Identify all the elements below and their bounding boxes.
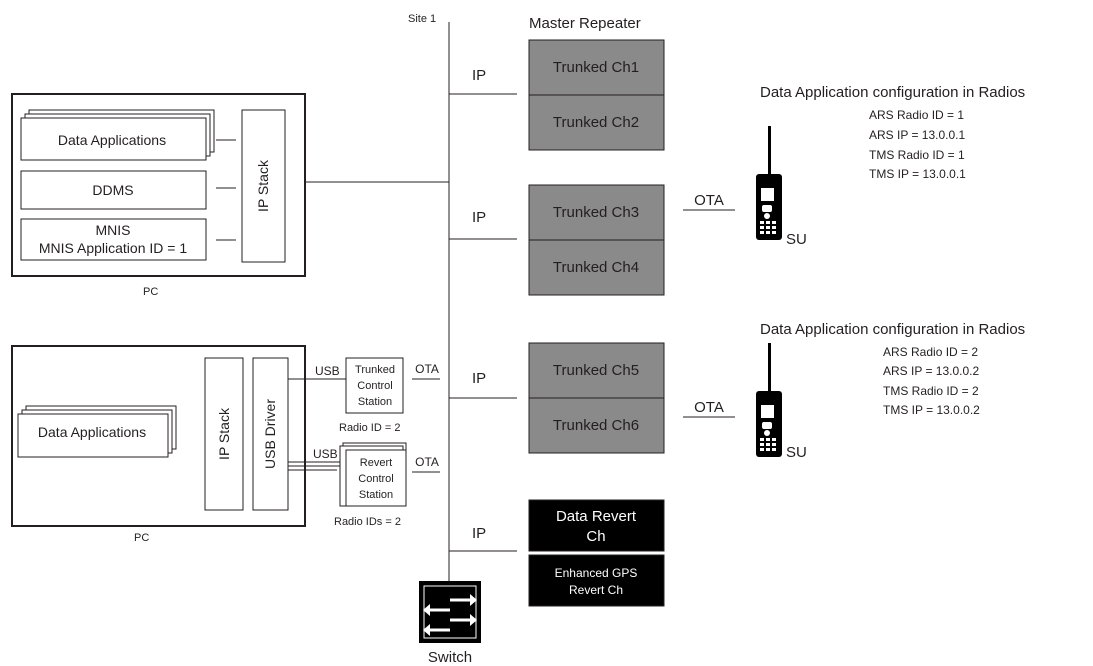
data-revert-line1: Data Revert — [556, 508, 637, 525]
ip-label-4: IP — [472, 525, 486, 542]
pc-2-ip-stack-box — [204, 357, 244, 511]
pc-2-data-app-box — [17, 413, 169, 458]
channel-box-6 — [528, 397, 665, 454]
mnis-app-id-label: MNIS Application ID = 1 — [39, 240, 187, 256]
radio-config-1-line: ARS Radio ID = 1 — [869, 108, 964, 122]
radio-config-1-title: Data Application configuration in Radios — [760, 84, 1025, 101]
mnis-label: MNIS — [96, 222, 131, 238]
channel-box-1 — [528, 39, 665, 96]
usb-driver-label: USB Driver — [262, 399, 278, 469]
revert-cs-line3: Station — [359, 489, 393, 501]
pc-1-label: PC — [143, 286, 158, 298]
pc-2-ip-stack-label: IP Stack — [216, 407, 232, 460]
pc-1-ip-stack-box — [241, 109, 286, 263]
usb-driver-box — [252, 357, 289, 511]
data-revert-box — [528, 499, 665, 552]
ddms-box — [20, 170, 207, 210]
trunked-cs-radio-id: Radio ID = 2 — [339, 422, 400, 434]
channel-label-1: Trunked Ch1 — [553, 59, 639, 76]
channel-label-6: Trunked Ch6 — [553, 417, 639, 434]
radio-config-2-title: Data Application configuration in Radios — [760, 321, 1025, 338]
trunked-control-station-box — [345, 357, 404, 414]
channel-label-5: Trunked Ch5 — [553, 362, 639, 379]
channel-label-4: Trunked Ch4 — [553, 259, 639, 276]
gps-revert-line2: Revert Ch — [569, 583, 623, 597]
gps-revert-box — [528, 554, 665, 607]
channel-box-3 — [528, 184, 665, 241]
radio-config-2-line: ARS Radio ID = 2 — [883, 345, 978, 359]
radio-config-1-line: ARS IP = 13.0.0.1 — [869, 128, 966, 142]
radio-config-2-line: ARS IP = 13.0.0.2 — [883, 364, 980, 378]
trunked-cs-line1: Trunked — [355, 364, 395, 376]
usb-label-1: USB — [315, 364, 340, 378]
radio-config-2-line: TMS Radio ID = 2 — [883, 384, 979, 398]
ip-label-1: IP — [472, 67, 486, 84]
switch-arrows-icon — [419, 581, 481, 643]
ip-label-2: IP — [472, 209, 486, 226]
channel-box-5 — [528, 342, 665, 399]
mnis-box — [20, 218, 207, 261]
revert-cs-line2: Control — [358, 473, 393, 485]
pc-1-ip-stack-label: IP Stack — [255, 159, 271, 212]
channel-label-2: Trunked Ch2 — [553, 114, 639, 131]
usb-label-2: USB — [313, 447, 338, 461]
site-label: Site 1 — [408, 13, 436, 25]
ota-label-revert-cs: OTA — [415, 455, 439, 469]
ota-label-trunked-cs: OTA — [415, 362, 439, 376]
channel-box-2 — [528, 94, 665, 151]
radio-config-2-line: TMS IP = 13.0.0.2 — [883, 403, 980, 417]
data-revert-line2: Ch — [586, 528, 605, 545]
master-repeater-label: Master Repeater — [529, 15, 641, 32]
radio-config-1-line: TMS IP = 13.0.0.1 — [869, 167, 966, 181]
trunked-cs-line3: Station — [358, 396, 392, 408]
ip-label-3: IP — [472, 370, 486, 387]
trunked-cs-line2: Control — [357, 380, 392, 392]
revert-cs-line1: Revert — [360, 457, 392, 469]
pc-1-data-apps-label: Data Applications — [58, 132, 166, 148]
ddms-label: DDMS — [92, 182, 133, 198]
ota-label-2: OTA — [694, 399, 724, 416]
radio-handset-icon — [756, 343, 782, 457]
channel-label-3: Trunked Ch3 — [553, 204, 639, 221]
channel-box-4 — [528, 239, 665, 296]
revert-control-station-box — [345, 449, 407, 507]
su-label-2: SU — [786, 444, 807, 461]
gps-revert-line1: Enhanced GPS — [555, 566, 638, 580]
revert-cs-radio-id: Radio IDs = 2 — [334, 516, 401, 528]
pc-2-data-apps-label: Data Applications — [38, 424, 146, 440]
switch-label: Switch — [428, 649, 472, 666]
ota-label-1: OTA — [694, 192, 724, 209]
su-label-1: SU — [786, 231, 807, 248]
data-app-box — [20, 117, 207, 161]
radio-handset-icon — [756, 126, 782, 240]
pc-2-label: PC — [134, 532, 149, 544]
radio-config-1-line: TMS Radio ID = 1 — [869, 148, 965, 162]
